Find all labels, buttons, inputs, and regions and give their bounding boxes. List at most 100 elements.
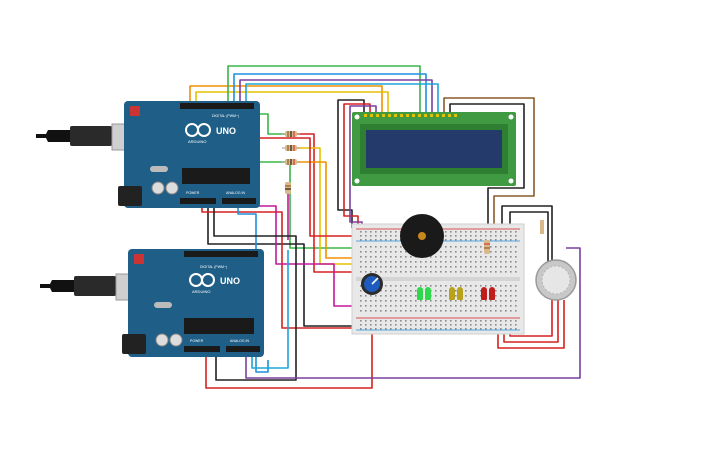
- breadboard-hole: [465, 305, 467, 307]
- breadboard-hole: [450, 239, 452, 241]
- crystal-top: [150, 166, 168, 172]
- breadboard-hole: [505, 295, 507, 297]
- breadboard-hole: [380, 231, 382, 233]
- breadboard-hole: [505, 285, 507, 287]
- breadboard-hole: [415, 266, 417, 268]
- breadboard-hole: [465, 328, 467, 330]
- breadboard-hole: [405, 266, 407, 268]
- wire-green-lcd: [227, 65, 421, 112]
- breadboard-hole: [450, 235, 452, 237]
- breadboard-hole: [385, 266, 387, 268]
- breadboard-hole: [360, 320, 362, 322]
- breadboard-hole: [360, 261, 362, 263]
- breadboard-hole: [500, 256, 502, 258]
- breadboard-hole: [420, 328, 422, 330]
- breadboard-hole: [445, 251, 447, 253]
- breadboard-hole: [380, 261, 382, 263]
- breadboard-hole: [480, 320, 482, 322]
- mcu-chip-bottom: [184, 318, 254, 334]
- breadboard-hole: [515, 235, 517, 237]
- breadboard-hole: [395, 271, 397, 273]
- breadboard-hole: [455, 320, 457, 322]
- breadboard-hole: [445, 266, 447, 268]
- breadboard-hole: [380, 266, 382, 268]
- wire-red-bottom-long: [205, 320, 373, 389]
- breadboard-hole: [500, 305, 502, 307]
- reset-button-top[interactable]: [130, 106, 140, 116]
- breadboard-hole: [470, 300, 472, 302]
- breadboard-hole: [395, 295, 397, 297]
- breadboard-hole: [395, 239, 397, 241]
- breadboard-hole: [500, 328, 502, 330]
- breadboard-hole: [395, 261, 397, 263]
- breadboard-hole: [365, 320, 367, 322]
- breadboard-hole: [485, 320, 487, 322]
- wire-black-sensor-2: [509, 211, 549, 262]
- wire-red-top-bottom: [201, 202, 370, 329]
- breadboard-hole: [360, 328, 362, 330]
- breadboard-hole: [490, 320, 492, 322]
- breadboard-hole: [505, 310, 507, 312]
- breadboard-hole: [370, 246, 372, 248]
- breadboard-hole: [500, 266, 502, 268]
- resistor-2: [282, 145, 300, 151]
- breadboard-hole: [370, 300, 372, 302]
- reset-button-bottom[interactable]: [134, 254, 144, 264]
- breadboard-hole: [435, 305, 437, 307]
- breadboard-hole: [475, 328, 477, 330]
- breadboard-hole: [420, 285, 422, 287]
- breadboard-hole: [375, 328, 377, 330]
- crystal-bottom: [154, 302, 172, 308]
- breadboard-hole: [370, 305, 372, 307]
- digital-header-top: [180, 103, 254, 109]
- breadboard-hole: [405, 328, 407, 330]
- breadboard-hole: [365, 239, 367, 241]
- breadboard-hole: [480, 235, 482, 237]
- breadboard-hole: [435, 300, 437, 302]
- breadboard-hole: [475, 266, 477, 268]
- breadboard-hole: [405, 324, 407, 326]
- breadboard-hole: [440, 271, 442, 273]
- breadboard-hole: [475, 324, 477, 326]
- breadboard-hole: [390, 305, 392, 307]
- breadboard-hole: [505, 231, 507, 233]
- breadboard-hole: [455, 310, 457, 312]
- breadboard-hole: [415, 290, 417, 292]
- breadboard-hole: [500, 239, 502, 241]
- power-jack-bottom: [122, 334, 146, 354]
- breadboard-hole: [475, 231, 477, 233]
- breadboard-hole: [430, 261, 432, 263]
- breadboard-hole: [380, 251, 382, 253]
- breadboard-hole: [455, 239, 457, 241]
- breadboard-hole: [385, 310, 387, 312]
- breadboard-hole: [425, 300, 427, 302]
- breadboard-hole: [495, 295, 497, 297]
- breadboard-hole: [375, 305, 377, 307]
- wire-cyan-bottom: [251, 250, 289, 369]
- breadboard-hole: [450, 266, 452, 268]
- breadboard-hole: [395, 266, 397, 268]
- breadboard-hole: [360, 300, 362, 302]
- potentiometer[interactable]: [361, 273, 383, 295]
- breadboard-hole: [470, 261, 472, 263]
- breadboard-hole: [400, 251, 402, 253]
- breadboard-hole: [365, 328, 367, 330]
- breadboard-hole: [505, 235, 507, 237]
- breadboard-hole: [360, 235, 362, 237]
- breadboard-hole: [370, 324, 372, 326]
- breadboard-hole: [375, 271, 377, 273]
- breadboard-hole: [460, 324, 462, 326]
- breadboard-hole: [495, 328, 497, 330]
- breadboard-hole: [515, 271, 517, 273]
- breadboard-hole: [440, 256, 442, 258]
- breadboard-hole: [385, 235, 387, 237]
- breadboard-hole: [460, 256, 462, 258]
- breadboard-hole: [385, 261, 387, 263]
- arduino-bottom-power-label: POWER: [190, 339, 204, 343]
- breadboard-hole: [465, 256, 467, 258]
- breadboard-hole: [365, 251, 367, 253]
- breadboard-hole: [495, 239, 497, 241]
- breadboard-hole: [435, 295, 437, 297]
- breadboard-hole: [445, 305, 447, 307]
- breadboard-hole: [370, 310, 372, 312]
